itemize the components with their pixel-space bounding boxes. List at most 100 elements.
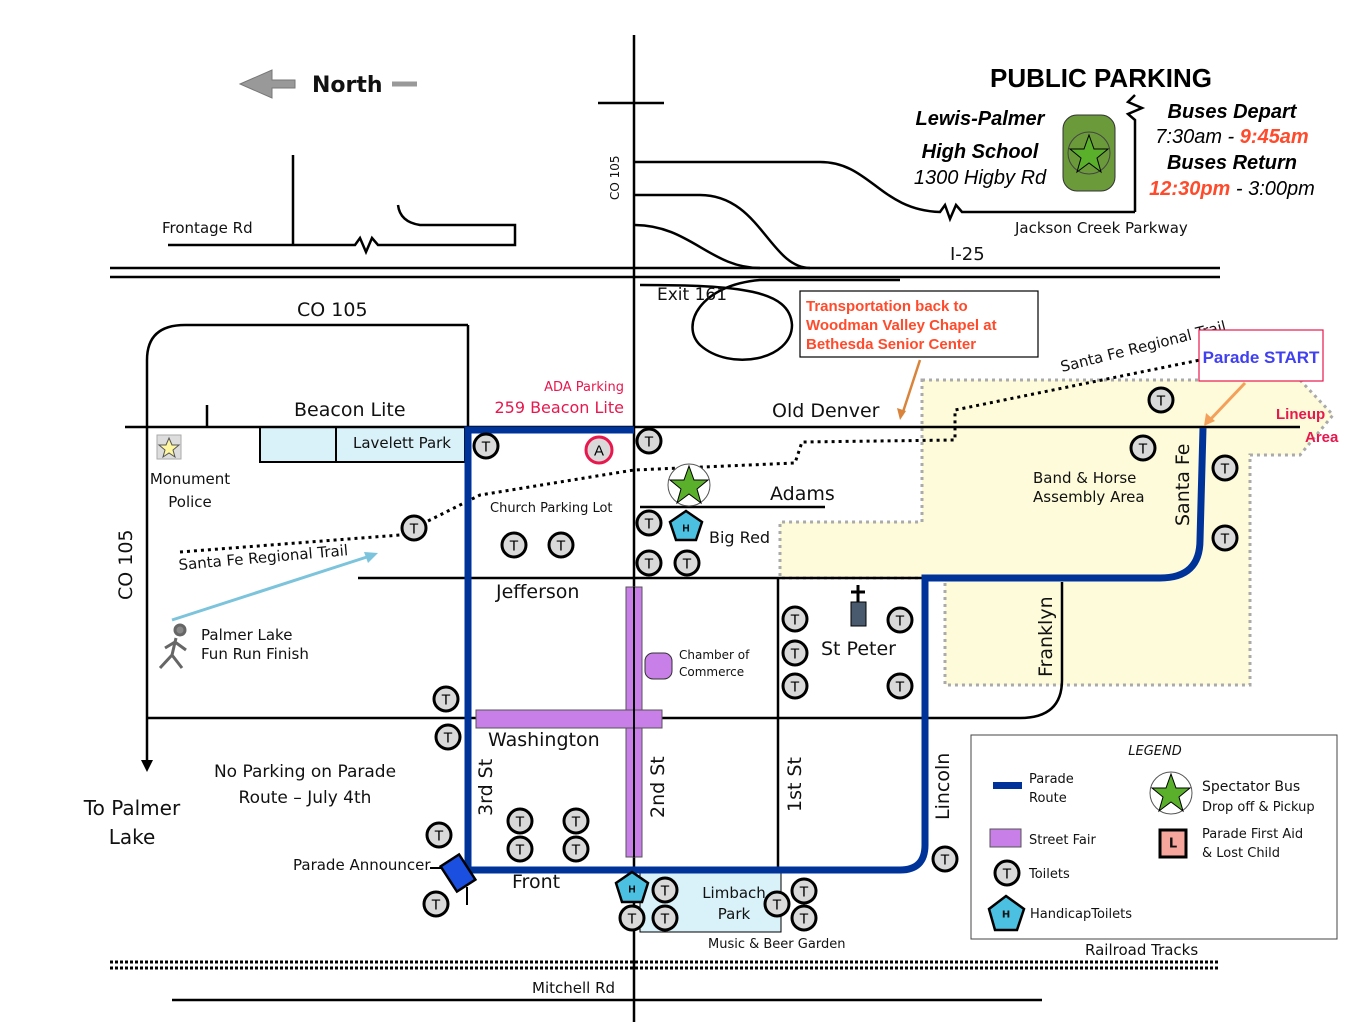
legend-title: LEGEND xyxy=(1128,744,1181,759)
toilet-icon: T xyxy=(434,723,462,751)
svg-text:H: H xyxy=(628,885,635,896)
toilet-icon: T xyxy=(651,876,679,904)
legend-route-2: Route xyxy=(1029,791,1067,806)
svg-text:T: T xyxy=(644,556,653,573)
north-arrow-icon xyxy=(238,69,296,99)
svg-text:T: T xyxy=(441,692,450,709)
washington-label: Washington xyxy=(488,729,600,751)
limbach-label-2: Park xyxy=(718,905,751,923)
to-palmer-label-1: To Palmer xyxy=(83,796,181,820)
svg-text:T: T xyxy=(790,612,799,629)
chamber-label-1: Chamber of xyxy=(679,648,750,662)
no-parking-label-1: No Parking on Parade xyxy=(214,762,396,782)
trail-left-label: Santa Fe Regional Trail xyxy=(178,541,349,574)
star-icon xyxy=(1068,133,1110,174)
lavelett-park-label: Lavelett Park xyxy=(353,434,451,452)
co105-horizontal-label: CO 105 xyxy=(297,299,368,321)
svg-text:T: T xyxy=(660,883,669,900)
ada-marker-icon xyxy=(584,435,614,465)
limbach-label-1: Limbach xyxy=(702,884,766,902)
police-star-icon xyxy=(157,436,181,459)
svg-text:T: T xyxy=(431,897,440,914)
svg-text:T: T xyxy=(660,911,669,928)
church-lot-label: Church Parking Lot xyxy=(490,501,613,516)
exit161-label: Exit 161 xyxy=(657,285,727,305)
1st-st-label: 1st St xyxy=(784,757,806,812)
legend-bus-2: Drop off & Pickup xyxy=(1202,800,1315,815)
ada-marker-letter: A xyxy=(594,443,604,460)
toilet-icon: T xyxy=(1211,454,1239,482)
railroad-label: Railroad Tracks xyxy=(1085,941,1198,959)
3rd-st-label: 3rd St xyxy=(475,759,497,816)
toilet-icon: T xyxy=(781,605,809,633)
svg-text:H: H xyxy=(682,524,689,535)
co105-top-label: CO 105 xyxy=(608,155,622,200)
svg-text:T: T xyxy=(627,911,636,928)
toilet-icon: T xyxy=(562,835,590,863)
school-address: 1300 Higby Rd xyxy=(914,167,1047,189)
svg-text:T: T xyxy=(644,434,653,451)
franklyn-label: Franklyn xyxy=(1035,596,1057,677)
svg-text:T: T xyxy=(799,911,808,928)
svg-text:T: T xyxy=(895,613,904,630)
legend-street-fair-swatch xyxy=(989,828,1022,848)
assembly-label-2: Assembly Area xyxy=(1033,488,1145,506)
street-fair-washington xyxy=(475,709,663,729)
svg-text:T: T xyxy=(515,814,524,831)
svg-text:T: T xyxy=(571,842,580,859)
toilet-icon: T xyxy=(400,514,428,542)
big-red-label: Big Red xyxy=(709,528,770,547)
legend-first-aid-icon xyxy=(1158,828,1188,859)
svg-text:T: T xyxy=(1220,461,1229,478)
svg-text:T: T xyxy=(571,814,580,831)
parade-route xyxy=(464,426,1207,874)
svg-text:T: T xyxy=(799,884,808,901)
toilet-icon: T xyxy=(422,890,450,918)
toilet-icon: T xyxy=(425,821,453,849)
svg-text:T: T xyxy=(1220,531,1229,548)
handicap-toilet-icon: H xyxy=(614,870,650,904)
parade-start-label: Parade START xyxy=(1203,348,1320,367)
svg-text:T: T xyxy=(556,538,565,555)
legend-route-swatch xyxy=(993,782,1022,789)
transport-line3: Bethesda Senior Center xyxy=(806,336,976,353)
beer-garden-label: Music & Beer Garden xyxy=(708,937,845,952)
chamber-icon xyxy=(644,652,673,680)
transport-line1: Transportation back to xyxy=(806,298,968,315)
funrun-label-1: Palmer Lake xyxy=(201,626,292,644)
st-peter-label: St Peter xyxy=(821,638,896,660)
church-cross-icon xyxy=(850,585,867,627)
svg-text:T: T xyxy=(895,679,904,696)
assembly-label-1: Band & Horse xyxy=(1033,469,1136,487)
old-denver-label: Old Denver xyxy=(772,400,880,422)
funrun-label-2: Fun Run Finish xyxy=(201,645,309,663)
lineup-label-1: Lineup xyxy=(1276,406,1325,423)
svg-text:L: L xyxy=(1169,837,1177,852)
buses-depart-label: Buses Depart xyxy=(1168,101,1298,123)
svg-text:T: T xyxy=(434,828,443,845)
toilet-icon: T xyxy=(1147,386,1175,414)
lineup-label-2: Area xyxy=(1305,429,1339,446)
toilet-icon: T xyxy=(472,432,500,460)
school-name-line1: Lewis-Palmer xyxy=(916,108,1046,130)
handicap-toilet-icon: H xyxy=(668,509,704,542)
svg-text:T: T xyxy=(481,439,490,456)
svg-text:T: T xyxy=(790,646,799,663)
north-label: North xyxy=(312,73,383,98)
legend-handicap: HandicapToilets xyxy=(1030,907,1132,922)
legend-first-aid-1: Parade First Aid xyxy=(1202,827,1303,842)
svg-text:T: T xyxy=(790,679,799,696)
public-parking-title: PUBLIC PARKING xyxy=(990,63,1212,93)
beacon-lite-label: Beacon Lite xyxy=(294,399,406,421)
toilet-icon: T xyxy=(673,549,701,577)
svg-text:H: H xyxy=(1002,910,1010,921)
legend-bus-1: Spectator Bus xyxy=(1202,779,1300,795)
i25-label: I-25 xyxy=(950,244,985,265)
2nd-st-label: 2nd St xyxy=(647,756,669,818)
svg-text:T: T xyxy=(515,842,524,859)
toilet-icon: T xyxy=(547,531,575,559)
toilet-icon: T xyxy=(1129,434,1157,462)
toilet-icon: T xyxy=(635,549,663,577)
svg-text:T: T xyxy=(1138,441,1147,458)
